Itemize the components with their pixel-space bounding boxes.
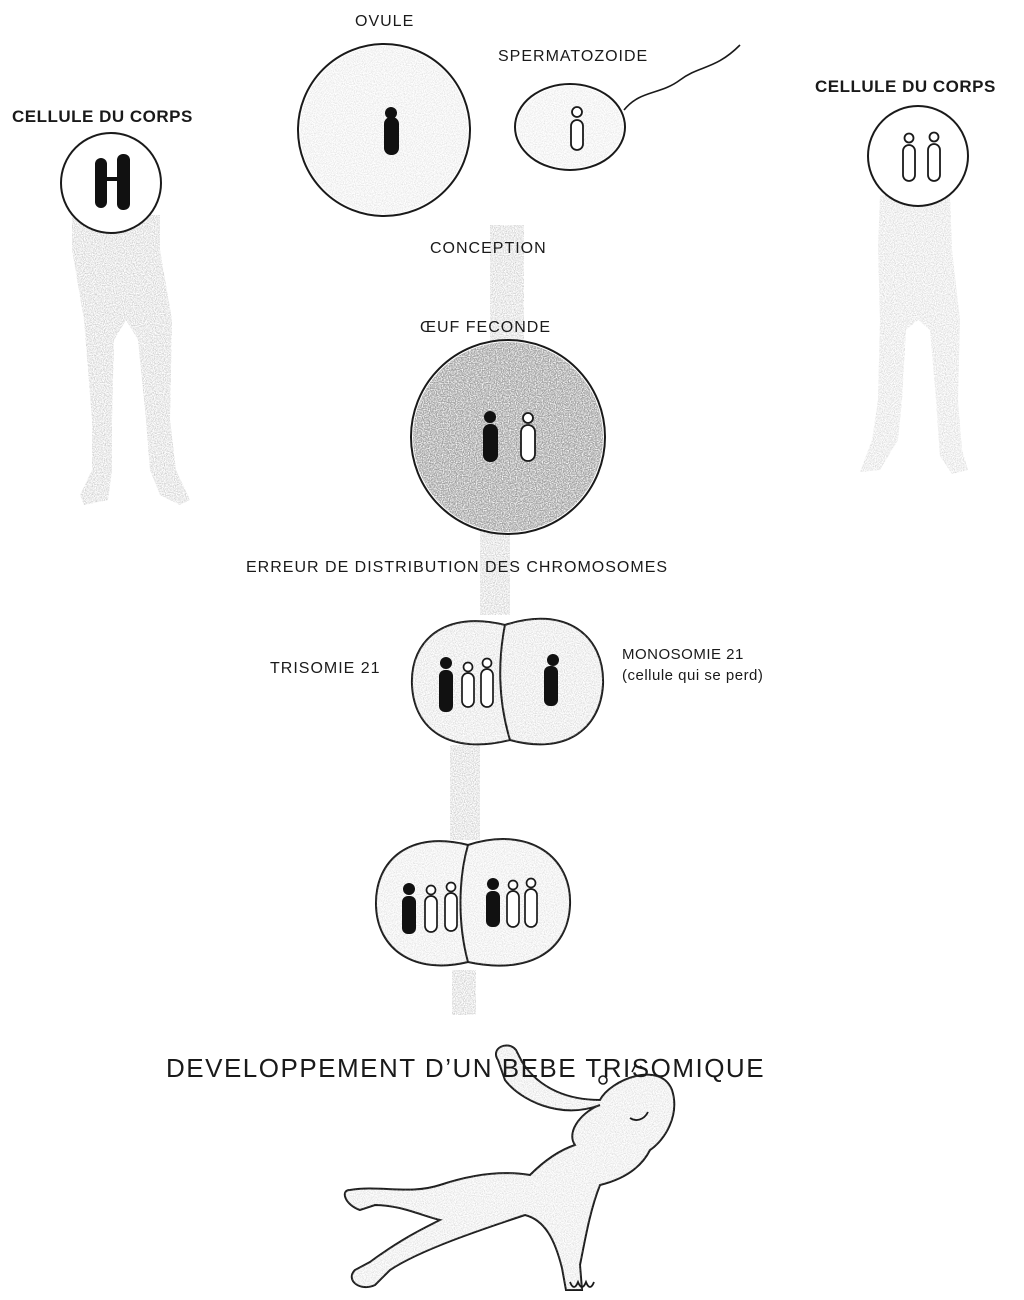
development-title: DEVELOPPEMENT D’UN BEBE TRISOMIQUE <box>166 1053 765 1084</box>
distribution-error-label: ERREUR DE DISTRIBUTION DES CHROMOSOMES <box>246 559 668 577</box>
right-body-silhouette <box>860 195 968 474</box>
ovule-cell <box>298 44 470 216</box>
monosomy-label: MONOSOMIE 21 <box>622 645 744 665</box>
left-body-cell <box>61 133 161 233</box>
left-body-silhouette <box>72 215 190 505</box>
monosomy-note-label: (cellule qui se perd) <box>622 666 763 686</box>
fertilized-egg-label: ŒUF FECONDE <box>420 319 551 337</box>
spermatozoide-label: SPERMATOZOIDE <box>498 48 648 66</box>
fertilized-egg-cell <box>411 340 605 534</box>
trisomy-label: TRISOMIE 21 <box>270 660 381 678</box>
ovule-label: OVULE <box>355 13 414 31</box>
conception-label: CONCEPTION <box>430 240 547 258</box>
body-cell-right-label: CELLULE DU CORPS <box>815 77 996 97</box>
right-body-cell <box>868 106 968 206</box>
body-cell-left-label: CELLULE DU CORPS <box>12 107 193 127</box>
first-division-cells <box>412 619 603 745</box>
second-division-cells <box>376 839 570 966</box>
